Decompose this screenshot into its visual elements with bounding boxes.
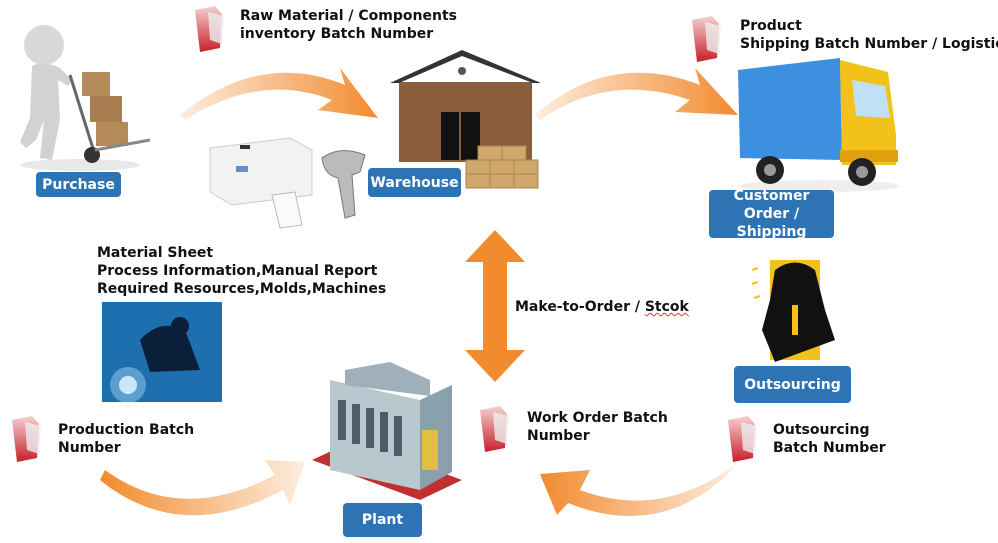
annotation-line: Production Batch xyxy=(58,422,195,438)
annotation-line: Raw Material / Components xyxy=(240,8,457,24)
outsourcing-batch-annotation: Outsourcing Batch Number xyxy=(773,421,886,457)
work-order-annotation: Work Order Batch Number xyxy=(527,409,668,445)
annotation-line: Required Resources,Molds,Machines xyxy=(97,281,387,297)
customer-label-line2: Order / Shipping xyxy=(736,206,807,240)
factory-icon xyxy=(312,362,462,500)
annotation-line: Product xyxy=(740,18,802,34)
material-sheet-annotation: Material Sheet Process Information,Manua… xyxy=(97,244,386,298)
annotation-line: Material Sheet xyxy=(97,245,214,261)
annotation-line: Number xyxy=(527,428,590,444)
arrow-production-to-plant xyxy=(100,460,305,516)
make-to-order-annotation: Make-to-Order / Stcok xyxy=(515,298,689,316)
person-handtruck-icon xyxy=(20,25,151,171)
document-icon xyxy=(195,6,224,52)
production-batch-annotation: Production Batch Number xyxy=(58,421,194,457)
warehouse-label: Warehouse xyxy=(370,174,459,191)
plant-label: Plant xyxy=(361,512,404,528)
document-icon xyxy=(728,416,757,462)
label-printer-icon xyxy=(209,137,313,229)
raw-material-annotation: Raw Material / Components inventory Batc… xyxy=(240,7,457,43)
welder-icon xyxy=(102,302,222,403)
arrow-warehouse-plant-bidirectional xyxy=(465,230,525,382)
annotation-line: Batch Number xyxy=(773,440,886,456)
annotation-line: Number xyxy=(58,440,121,456)
misspelled-word: Stcok xyxy=(644,299,689,315)
truck-icon xyxy=(738,58,900,192)
document-icon xyxy=(480,406,509,452)
outsourcing-worker-icon xyxy=(751,260,835,362)
barcode-scanner-icon xyxy=(321,150,366,219)
customer-node: Customer Order / Shipping xyxy=(709,188,834,240)
warehouse-node: Warehouse xyxy=(368,168,461,197)
annotation-line: Shipping Batch Number / Logistics xyxy=(740,36,998,52)
arrow-warehouse-to-customer xyxy=(535,68,738,120)
annotation-line: inventory Batch Number xyxy=(240,26,434,42)
plant-node: Plant xyxy=(343,503,422,537)
annotation-line: Work Order Batch xyxy=(527,410,668,426)
annotation-line: Process Information,Manual Report xyxy=(97,263,378,279)
outsourcing-node: Outsourcing xyxy=(734,366,851,403)
annotation-text: Make-to-Order / xyxy=(515,299,645,315)
arrow-purchase-to-warehouse xyxy=(180,68,378,120)
document-icon xyxy=(12,416,41,462)
outsourcing-label: Outsourcing xyxy=(744,376,841,393)
annotation-line: Outsourcing xyxy=(773,422,870,438)
purchase-label: Purchase xyxy=(42,176,115,193)
product-annotation: Product Shipping Batch Number / Logistic… xyxy=(740,17,998,53)
customer-label-line1: Customer xyxy=(733,188,810,204)
arrow-outsourcing-to-plant xyxy=(540,465,735,517)
purchase-node: Purchase xyxy=(36,172,121,197)
document-icon xyxy=(692,16,721,62)
warehouse-icon xyxy=(390,50,541,189)
